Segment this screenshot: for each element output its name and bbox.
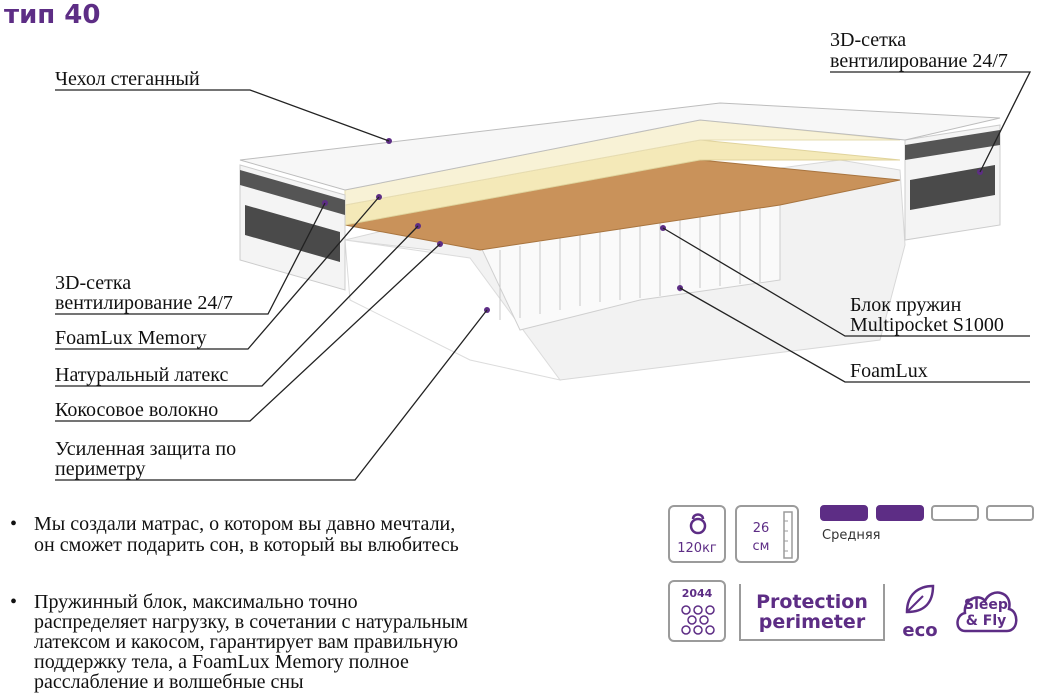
- kettlebell-icon: [689, 513, 707, 535]
- height-unit: см: [752, 539, 770, 554]
- bullet-1-line-2: он сможет подарить сон, в который вы влю…: [34, 534, 459, 556]
- label-perimeter-1: Усиленная защита по: [55, 438, 237, 460]
- height-badge: 26 см: [735, 505, 799, 563]
- protection-text: Protection: [756, 591, 868, 613]
- label-cover: Чехол стеганный: [55, 68, 200, 90]
- bullet-2-line-4: поддержку тела, а FoamLux Memory полное: [34, 651, 409, 673]
- bullet-2-line-3: латексом и какосом, гарантирует вам прав…: [34, 631, 459, 653]
- sleep-fly-text: Sleep & Fly: [953, 597, 1019, 629]
- label-mesh-left-2: вентилирование 24/7: [55, 292, 233, 314]
- label-mesh-left-1: 3D-сетка: [55, 272, 132, 294]
- sleep-fly-badge: Sleep & Fly: [953, 583, 1019, 639]
- label-memory: FoamLux Memory: [55, 327, 207, 349]
- weight-badge: 120кг: [668, 505, 726, 563]
- firmness-segment-3: [931, 505, 979, 521]
- label-perimeter-2: периметру: [55, 458, 146, 480]
- protection-perimeter-badge-frame: [739, 584, 885, 641]
- bullet-dot: •: [10, 513, 18, 535]
- label-mesh-right-2: вентилирование 24/7: [830, 50, 1008, 72]
- springs-icon: [681, 605, 715, 635]
- height-value: 26: [752, 521, 770, 536]
- mattress-illustration: [55, 71, 1032, 481]
- protection-perimeter-badge: Protection perimeter: [745, 592, 879, 632]
- eco-badge: eco: [895, 582, 945, 642]
- label-latex: Натуральный латекс: [55, 364, 229, 386]
- label-foamlux: FoamLux: [850, 360, 928, 382]
- leaf-icon: [905, 584, 935, 614]
- fly-text: & Fly: [965, 613, 1007, 629]
- firmness-segment-1: [820, 505, 868, 521]
- bullet-2-line-2: распределяет нагрузку, в сочетании с нат…: [34, 611, 468, 633]
- firmness-label: Средняя: [822, 528, 881, 543]
- firmness-segment-2: [876, 505, 924, 521]
- perimeter-text: perimeter: [758, 611, 866, 633]
- sleep-text: Sleep: [964, 597, 1008, 613]
- ruler-icon: [783, 511, 793, 559]
- page-title: тип 40: [4, 0, 101, 30]
- cloud-icon: [956, 591, 1018, 633]
- eco-text: eco: [902, 620, 938, 641]
- label-springs-1: Блок пружин: [850, 294, 962, 316]
- bullet-dot: •: [10, 591, 18, 613]
- firmness-segment-4: [986, 505, 1034, 521]
- weight-value: 120кг: [677, 541, 717, 556]
- spring-count-value: 2044: [681, 587, 713, 600]
- bullet-2-line-1: Пружинный блок, максимально точно: [34, 591, 358, 613]
- label-coconut: Кокосовое волокно: [55, 399, 219, 421]
- label-springs-2: Multipocket S1000: [850, 314, 1004, 336]
- bullet-2-line-5: расслабление и волшебные сны: [34, 671, 304, 693]
- bullet-1-line-1: Мы создали матрас, о котором вы давно ме…: [34, 513, 456, 535]
- label-mesh-right-1: 3D-сетка: [830, 29, 907, 51]
- spring-count-badge: 2044: [668, 580, 726, 642]
